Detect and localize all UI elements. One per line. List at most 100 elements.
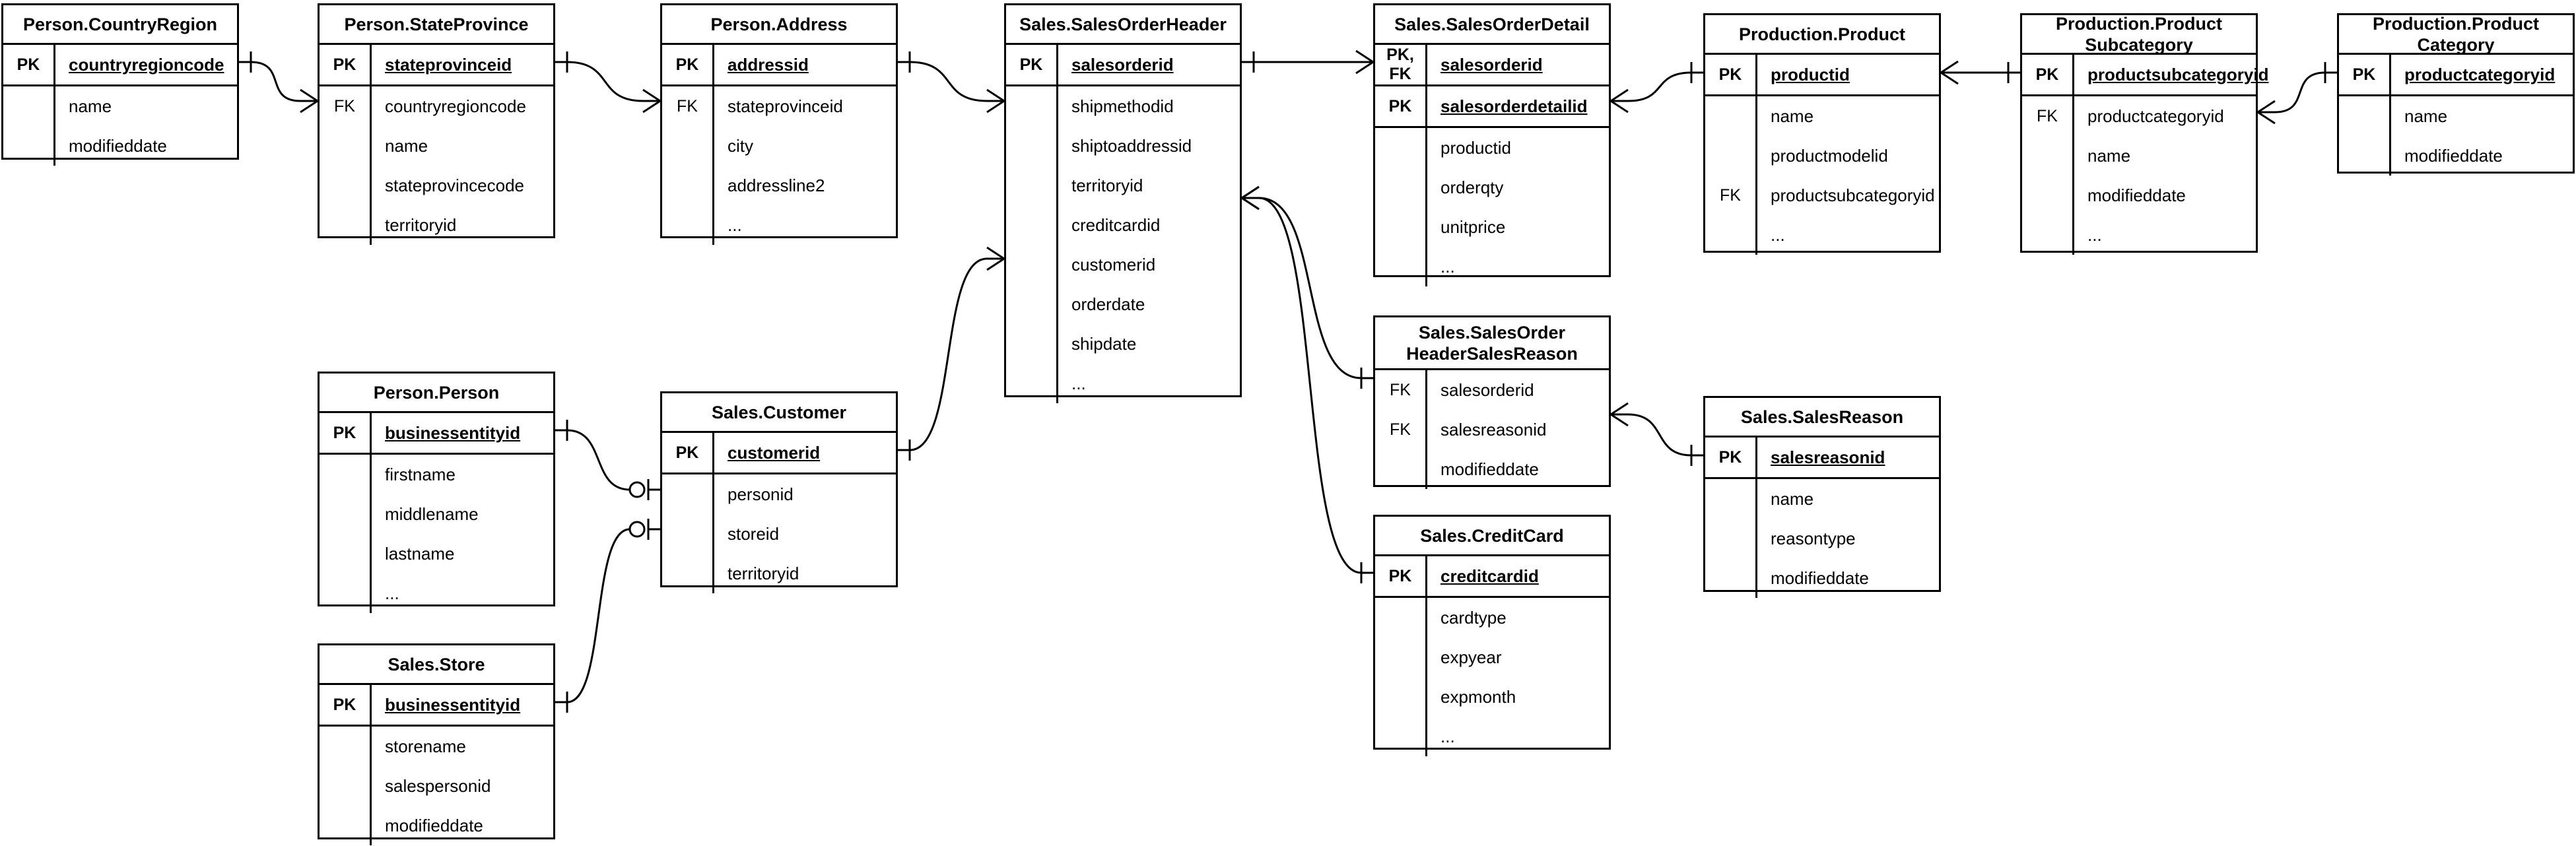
attribute-row[interactable]: modifieddate bbox=[2022, 176, 2256, 215]
attribute-key-label: PK bbox=[675, 443, 699, 462]
attribute-name: storeid bbox=[712, 514, 896, 554]
attribute-key-label: PK bbox=[1019, 55, 1043, 74]
attribute-row[interactable]: name bbox=[1705, 96, 1939, 136]
attribute-row[interactable]: orderdate bbox=[1006, 284, 1240, 324]
attribute-key-label bbox=[320, 126, 370, 166]
attribute-row[interactable]: modifieddate bbox=[1375, 449, 1609, 489]
attribute-row[interactable]: ... bbox=[2022, 215, 2256, 255]
attribute-row[interactable]: modifieddate bbox=[2339, 136, 2573, 176]
attribute-row[interactable]: lastname bbox=[320, 534, 553, 573]
attribute-row[interactable]: customerid bbox=[1006, 245, 1240, 284]
attribute-row[interactable]: territoryid bbox=[320, 205, 553, 245]
attribute-key-label bbox=[2339, 96, 2389, 136]
attribute-row[interactable]: ... bbox=[662, 205, 896, 245]
attribute-row[interactable]: addressline2 bbox=[662, 166, 896, 205]
attribute-row[interactable]: creditcardid bbox=[1006, 205, 1240, 245]
attribute-row[interactable]: cardtype bbox=[1375, 598, 1609, 637]
attribute-row[interactable]: ... bbox=[1006, 364, 1240, 403]
attribute-row[interactable]: expyear bbox=[1375, 637, 1609, 677]
attribute-name: lastname bbox=[370, 534, 553, 573]
attribute-row[interactable]: firstname bbox=[320, 455, 553, 494]
attribute-row[interactable]: ... bbox=[320, 573, 553, 613]
attribute-row[interactable]: middlename bbox=[320, 494, 553, 534]
attribute-name: ... bbox=[1425, 247, 1609, 286]
attribute-row[interactable]: productmodelid bbox=[1705, 136, 1939, 176]
attribute-row[interactable]: name bbox=[1705, 479, 1939, 519]
attribute-row[interactable]: modifieddate bbox=[320, 806, 553, 845]
attribute-row[interactable]: ... bbox=[1375, 247, 1609, 286]
attribute-name: salesreasonid bbox=[1425, 410, 1609, 449]
attribute-row[interactable]: shipmethodid bbox=[1006, 86, 1240, 126]
attribute-row[interactable]: city bbox=[662, 126, 896, 166]
attribute-row[interactable]: territoryid bbox=[1006, 166, 1240, 205]
attribute-row[interactable]: name bbox=[3, 86, 237, 126]
attribute-name: shipdate bbox=[1056, 324, 1240, 364]
attribute-row[interactable]: name bbox=[2339, 96, 2573, 136]
attribute-row[interactable]: territoryid bbox=[662, 554, 896, 593]
attribute-row[interactable]: shipdate bbox=[1006, 324, 1240, 364]
attribute-row[interactable]: salespersonid bbox=[320, 766, 553, 806]
attribute-key-label bbox=[1375, 637, 1425, 677]
attribute-row[interactable]: ... bbox=[1375, 717, 1609, 756]
attribute-row[interactable]: stateprovincecode bbox=[320, 166, 553, 205]
attribute-name: reasontype bbox=[1755, 519, 1939, 558]
attribute-row[interactable]: name bbox=[2022, 136, 2256, 176]
attribute-key-label bbox=[1006, 245, 1056, 284]
attribute-row[interactable]: modifieddate bbox=[1705, 558, 1939, 598]
attribute-row[interactable]: orderqty bbox=[1375, 168, 1609, 207]
attribute-row[interactable]: productid bbox=[1375, 128, 1609, 168]
attribute-name: modifieddate bbox=[1425, 449, 1609, 489]
attribute-row[interactable]: storeid bbox=[662, 514, 896, 554]
attribute-row[interactable]: reasontype bbox=[1705, 519, 1939, 558]
attribute-row[interactable]: shiptoaddressid bbox=[1006, 126, 1240, 166]
attribute-row[interactable]: unitprice bbox=[1375, 207, 1609, 247]
attribute-row[interactable]: name bbox=[320, 126, 553, 166]
attribute-row[interactable]: modifieddate bbox=[3, 126, 237, 166]
attribute-row[interactable]: expmonth bbox=[1375, 677, 1609, 717]
attribute-row[interactable]: storename bbox=[320, 727, 553, 766]
attribute-row[interactable]: ... bbox=[1705, 215, 1939, 255]
attribute-row[interactable]: personid bbox=[662, 474, 896, 514]
